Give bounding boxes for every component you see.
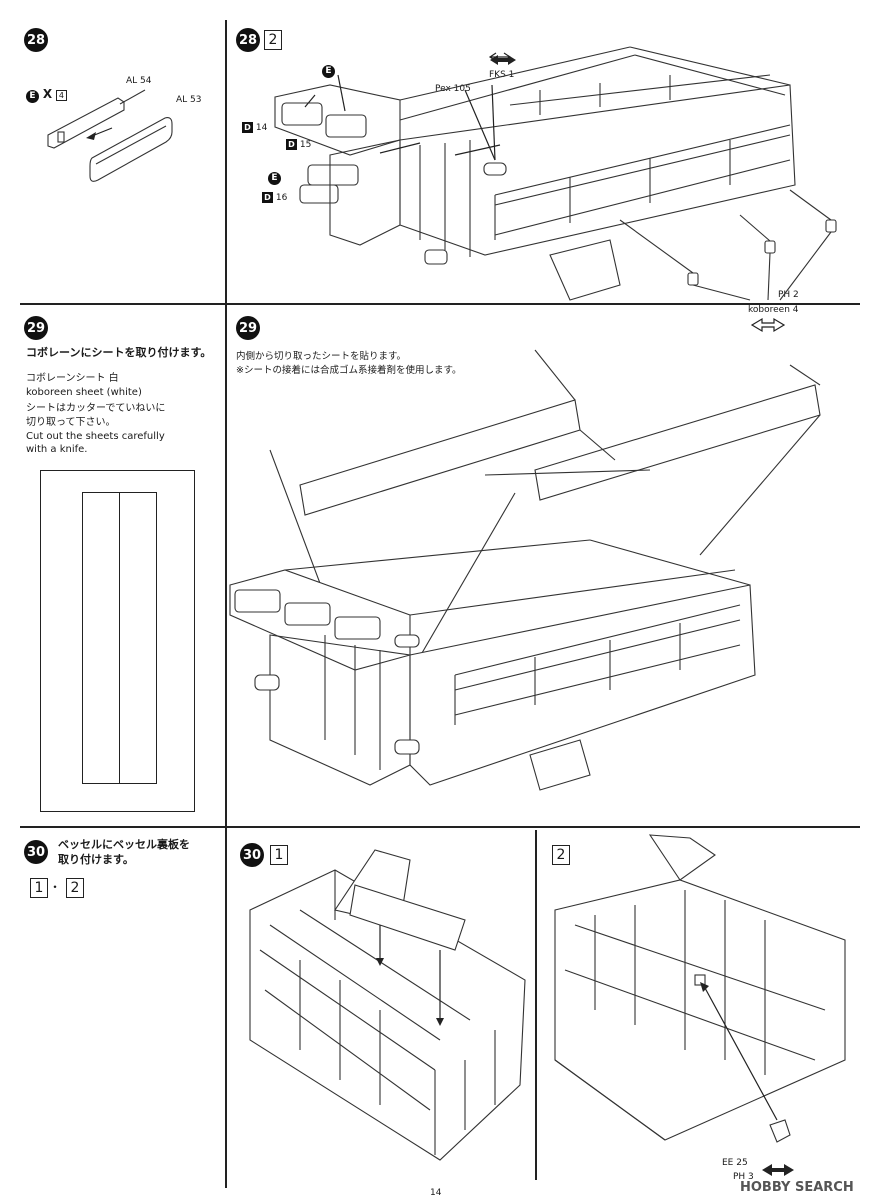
- row-divider-1: [20, 303, 860, 305]
- step-28-badge: 28: [24, 28, 48, 52]
- d15-label: D 15: [286, 139, 311, 150]
- step-28-sub-2: 2: [264, 30, 282, 50]
- sheet-note-en-1: Cut out the sheets carefully: [26, 431, 165, 442]
- sheet-note-en-2: with a knife.: [26, 444, 88, 455]
- e-badge-lower: E: [268, 165, 281, 185]
- step-30-separator: ・: [49, 880, 62, 894]
- sheet-strip-left: [82, 492, 120, 784]
- vessel-underside-drawing-1: [249, 849, 526, 1161]
- column-divider: [225, 20, 227, 1188]
- page-number: 14: [430, 1188, 442, 1198]
- watermark-logo: HOBBY SEARCH: [740, 1180, 854, 1195]
- koboreen-label: koboreen 4: [748, 305, 799, 315]
- step-30-1-badge: 30: [240, 843, 264, 867]
- step-28-2-badge: 28: [236, 28, 260, 52]
- fks-label: FKS 1: [489, 70, 515, 80]
- sheet-template-box: [40, 470, 195, 812]
- ph2-label: PH 2: [778, 290, 799, 300]
- step-30-badge: 30: [24, 840, 48, 864]
- step-30-title-2: 取り付けます。: [58, 853, 134, 866]
- d14-label: D 14: [242, 122, 267, 133]
- step-29-2-badge: 29: [236, 316, 260, 340]
- step-29-badge: 29: [24, 316, 48, 340]
- step-30-sub-2: 2: [66, 878, 84, 898]
- step-30-title-1: ベッセルにベッセル裏板を: [58, 838, 190, 851]
- ee25-label: EE 25: [722, 1158, 748, 1168]
- reflector-parts-drawing: [47, 89, 173, 182]
- pex-label: Pex 105: [435, 84, 471, 94]
- step-30-2-sub: 2: [552, 845, 570, 865]
- sheet-name-jp: コボレーンシート 白: [26, 373, 119, 384]
- step-30-sub-1: 1: [30, 878, 48, 898]
- step-29-instruction-1: 内側から切り取ったシートを貼ります。: [236, 351, 407, 362]
- sheet-name-en: koboreen sheet (white): [26, 387, 142, 398]
- part-al53-label: AL 53: [176, 95, 202, 105]
- sheet-strip-right: [119, 492, 157, 784]
- d16-label: D 16: [262, 192, 287, 203]
- ph3-label: PH 3: [733, 1172, 754, 1182]
- step-30-1-sub: 1: [270, 845, 288, 865]
- decal-note: E X 4: [26, 87, 68, 103]
- step-29-instruction-2: ※シートの接着には合成ゴム系接着剤を使用します。: [236, 365, 462, 376]
- sheet-note-jp-2: 切り取って下さい。: [26, 417, 116, 428]
- decal-mark: X: [42, 87, 53, 101]
- vessel-underside-drawing-2: [554, 834, 846, 1143]
- row-divider-2: [20, 826, 860, 828]
- decal-triangle: 4: [55, 90, 68, 101]
- fks-direction-arrow-icon: [490, 55, 516, 65]
- direction-arrow-30-icon: [762, 1164, 794, 1176]
- part-al54-label: AL 54: [126, 76, 152, 86]
- step30-divider: [535, 830, 537, 1180]
- truck-bed-drawing-29: [229, 349, 821, 791]
- e-badge-top: E: [322, 58, 335, 78]
- truck-bed-drawing-28: [274, 46, 837, 301]
- sheet-note-jp-1: シートはカッターでていねいに: [26, 403, 166, 414]
- step-29-title: コボレーンにシートを取り付けます。: [26, 346, 212, 359]
- direction-arrow-icon: [750, 317, 786, 333]
- decal-e-badge: E: [26, 90, 39, 103]
